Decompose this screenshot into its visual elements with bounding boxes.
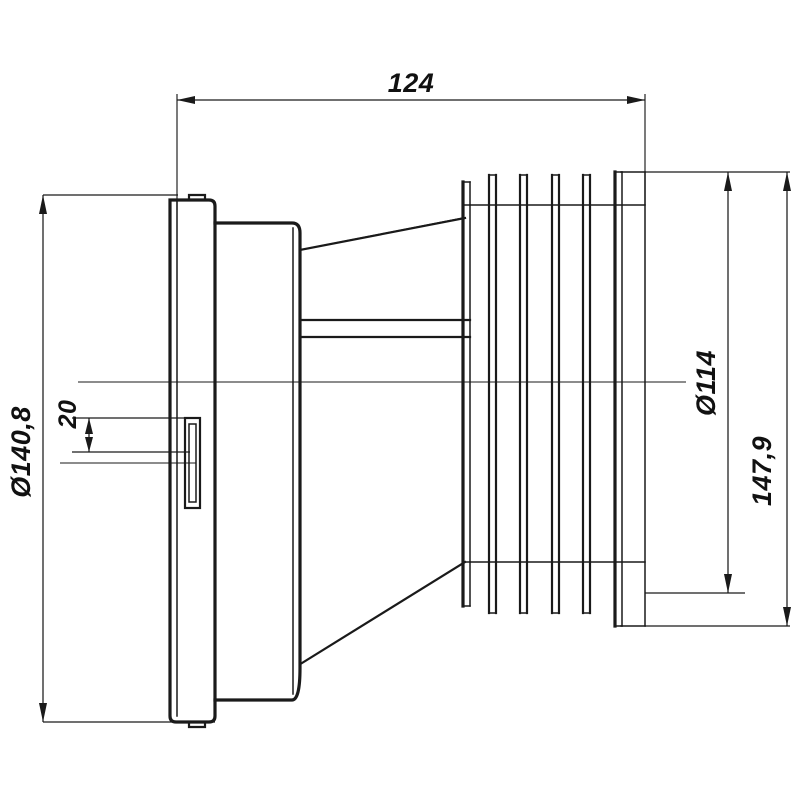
arrow-1408-top [39, 195, 47, 214]
fin [518, 173, 529, 615]
fin [550, 173, 561, 615]
arrow-114-top [724, 172, 732, 191]
arrow-20-bottom [85, 437, 93, 452]
arrow-1479-bottom [783, 607, 791, 626]
cone-lower-edge [300, 560, 467, 665]
flange-body [213, 221, 302, 702]
fin [581, 173, 592, 615]
dim-label-1408: Ø140,8 [6, 406, 36, 498]
arrow-114-bottom [724, 574, 732, 593]
arrow-124-right [627, 96, 645, 104]
arrow-1479-top [783, 172, 791, 191]
cone-section [298, 216, 472, 665]
bellows-body [461, 171, 646, 627]
dimension-diameter-140-8: Ø140,8 [6, 195, 47, 722]
centerline [60, 381, 686, 464]
flange-body-outline [213, 221, 302, 702]
leader-lines [299, 204, 471, 563]
arrow-20-top [85, 418, 93, 434]
flange-slot [183, 416, 202, 510]
arrow-1408-bottom [39, 703, 47, 722]
flange-notch-top [187, 193, 207, 202]
bellows-fins [487, 170, 623, 628]
flange-rim [168, 193, 217, 729]
flange-slot-outer [183, 416, 202, 510]
leader-cone-top [299, 217, 464, 251]
flange-notch-bottom [187, 720, 207, 729]
dim-label-124: 124 [388, 68, 435, 98]
dim-label-20: 20 [54, 400, 82, 430]
extension-lines [43, 94, 790, 723]
dimension-20: 20 [54, 400, 93, 452]
dim-label-1479: 147,9 [747, 436, 777, 506]
dimension-147-9: 147,9 [747, 172, 791, 626]
dimension-diameter-114: Ø114 [691, 172, 732, 593]
dim-label-114: Ø114 [691, 350, 721, 416]
fin [613, 170, 623, 628]
flange-rim-outline [168, 198, 217, 724]
flange-slot-inner [188, 423, 197, 503]
dimension-124: 124 [177, 68, 645, 104]
fin [487, 173, 498, 615]
arrow-124-left [177, 96, 195, 104]
